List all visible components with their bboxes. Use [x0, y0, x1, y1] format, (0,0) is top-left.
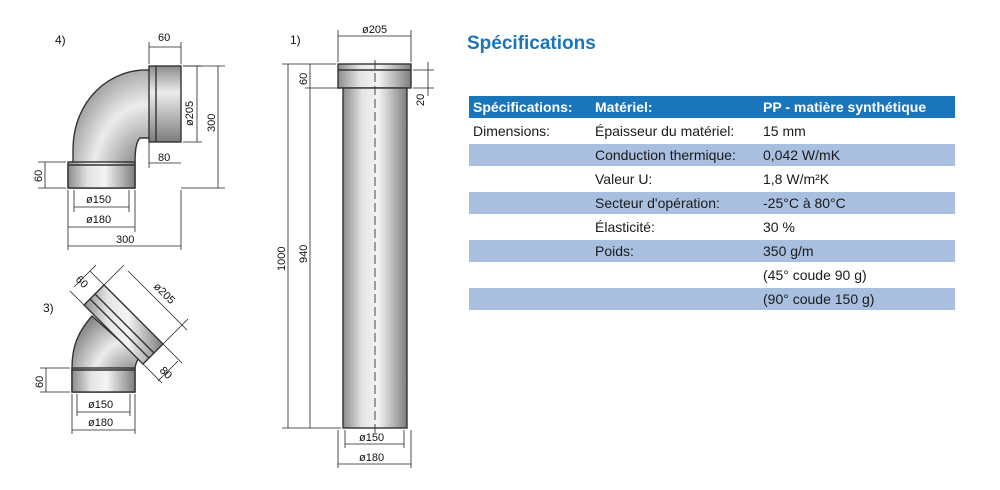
technical-drawing: 4) 60 ø205 300 80 60 ø150 ø180 300 3)	[33, 24, 434, 468]
spec-cell: Conduction thermique:	[591, 144, 759, 168]
spec-cell	[469, 192, 591, 216]
dim-inner-offset: 80	[158, 152, 170, 164]
spec-cell: (45° coude 90 g)	[759, 264, 955, 288]
spec-header-cell: PP - matière synthétique	[759, 96, 955, 120]
spec-cell: Poids:	[591, 240, 759, 264]
dim-inner-diameter: ø150	[86, 194, 111, 206]
spec-cell: 1,8 W/m²K	[759, 168, 955, 192]
spec-cell: 30 %	[759, 216, 955, 240]
spec-row: Valeur U: 1,8 W/m²K	[469, 168, 955, 192]
spec-row: Conduction thermique: 0,042 W/mK	[469, 144, 955, 168]
spec-cell: 0,042 W/mK	[759, 144, 955, 168]
spec-title: Spécifications	[467, 33, 596, 54]
dim-pipe-effective-length: 940	[298, 245, 310, 263]
dim-height: 300	[206, 114, 218, 132]
spec-cell: Élasticité:	[591, 216, 759, 240]
dim-top-width: 60	[158, 32, 170, 44]
spec-row: Dimensions: Épaisseur du matériel: 15 mm	[469, 120, 955, 144]
spec-cell: Dimensions:	[469, 120, 591, 144]
dim-spigot-length: 60	[33, 170, 45, 182]
spec-cell: Épaisseur du matériel:	[591, 120, 759, 144]
dim-45-outer-diameter: ø180	[88, 417, 113, 429]
spec-row: Poids: 350 g/m	[469, 240, 955, 264]
dim-45-socket-diameter: ø205	[151, 281, 177, 307]
spec-row: (90° coude 150 g)	[469, 288, 955, 312]
elbow-45-drawing: 3) 60 ø205 80 60 ø150 ø180	[34, 264, 189, 434]
spec-cell	[591, 264, 759, 288]
dim-socket-diameter: ø205	[184, 101, 196, 126]
spec-cell	[469, 168, 591, 192]
spec-cell: -25°C à 80°C	[759, 192, 955, 216]
dim-45-spigot-length: 60	[34, 376, 46, 388]
spec-cell: 15 mm	[759, 120, 955, 144]
spec-cell	[469, 216, 591, 240]
spec-cell: Valeur U:	[591, 168, 759, 192]
dim-pipe-socket-diameter: ø205	[362, 24, 387, 36]
dim-pipe-total-length: 1000	[276, 247, 288, 271]
dim-pipe-outer-diameter: ø180	[359, 452, 384, 464]
spec-cell	[469, 264, 591, 288]
elbow-90-label: 4)	[55, 33, 66, 47]
spec-row: (45° coude 90 g)	[469, 264, 955, 288]
spec-cell	[469, 288, 591, 312]
spec-cell: 350 g/m	[759, 240, 955, 264]
spec-row: Élasticité: 30 %	[469, 216, 955, 240]
spec-table: Spécifications: Matériel: PP - matière s…	[469, 96, 955, 312]
spec-cell: (90° coude 150 g)	[759, 288, 955, 312]
spec-header-row: Spécifications: Matériel: PP - matière s…	[469, 96, 955, 120]
dim-pipe-inner-diameter: ø150	[359, 432, 384, 444]
spec-cell	[591, 288, 759, 312]
elbow-45-label: 3)	[43, 301, 54, 315]
spec-header-cell: Spécifications:	[469, 96, 591, 120]
dim-outer-diameter: ø180	[86, 214, 111, 226]
spec-cell	[469, 240, 591, 264]
dim-45-socket-length: 60	[73, 274, 90, 291]
straight-pipe-label: 1)	[290, 33, 301, 47]
spec-cell: Secteur d'opération:	[591, 192, 759, 216]
dim-total-width: 300	[116, 234, 134, 246]
elbow-90-drawing: 4) 60 ø205 300 80 60 ø150 ø180 300	[33, 32, 225, 250]
dim-pipe-socket-length: 60	[298, 73, 310, 85]
spec-header-cell: Matériel:	[591, 96, 759, 120]
spec-cell	[469, 144, 591, 168]
dim-45-inner-diameter: ø150	[88, 399, 113, 411]
straight-pipe-drawing: 1) ø205 60 20 1000 940 ø150 ø180	[276, 24, 434, 468]
spec-row: Secteur d'opération: -25°C à 80°C	[469, 192, 955, 216]
dim-pipe-step: 20	[415, 94, 427, 106]
